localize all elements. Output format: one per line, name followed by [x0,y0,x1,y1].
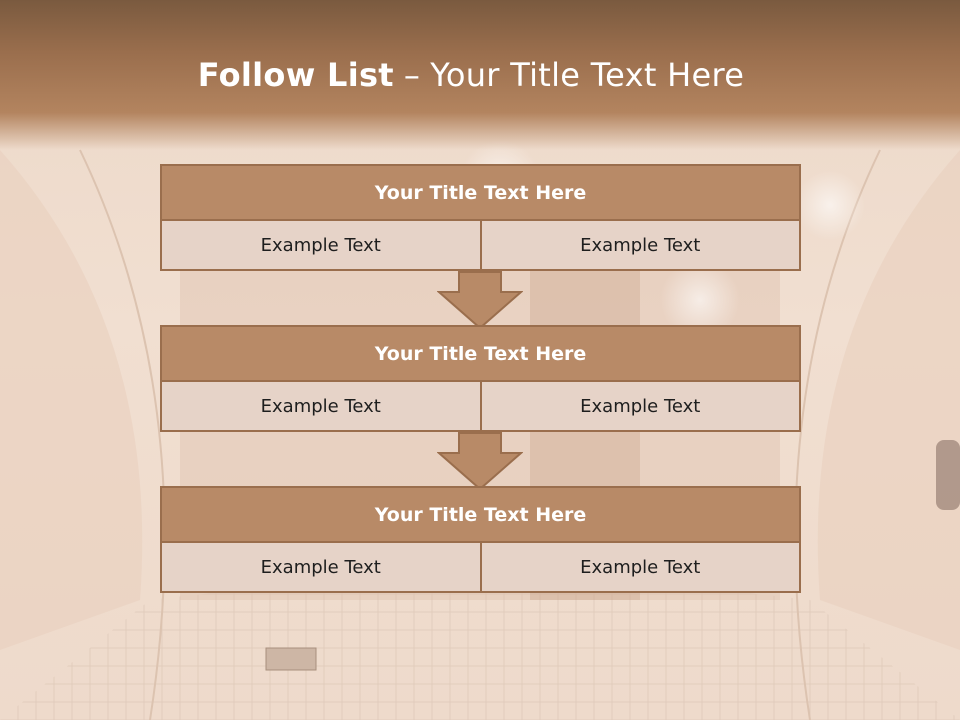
block-cell-right: Example Text [481,382,801,432]
block-cell-left: Example Text [160,221,482,271]
block-title: Your Title Text Here [160,164,801,221]
block-row: Example Text Example Text [160,221,801,271]
block-title: Your Title Text Here [160,325,801,382]
block-row: Example Text Example Text [160,382,801,432]
block-row: Example Text Example Text [160,543,801,593]
block-cell-right: Example Text [481,543,801,593]
block-cell-left: Example Text [160,382,482,432]
list-block-2: Your Title Text Here Example Text Exampl… [160,325,801,432]
down-arrow-icon [437,432,523,491]
title-dash: – [403,56,421,94]
block-cell-right: Example Text [481,221,801,271]
block-cell-left: Example Text [160,543,482,593]
title-rest: Your Title Text Here [430,56,745,94]
block-title: Your Title Text Here [160,486,801,543]
list-block-1: Your Title Text Here Example Text Exampl… [160,164,801,271]
list-block-3: Your Title Text Here Example Text Exampl… [160,486,801,593]
down-arrow-icon [437,271,523,330]
header-band [0,0,960,150]
page-title: Follow List–Your Title Text Here [0,56,942,94]
title-strong: Follow List [197,56,394,94]
